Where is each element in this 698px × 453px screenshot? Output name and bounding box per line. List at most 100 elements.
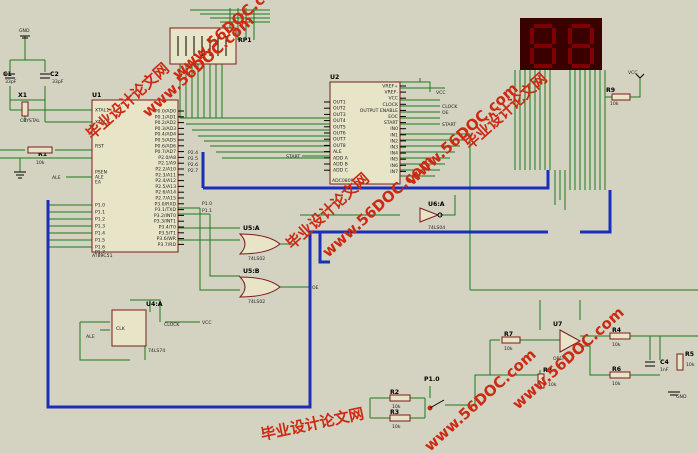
u4a-clock: CLOCK [164, 322, 180, 328]
r9-symbol [611, 93, 631, 101]
r1-value: 10k [36, 160, 45, 166]
r4-label: R4 [612, 327, 622, 334]
adc-right-pin-6: START [384, 120, 398, 126]
u6a-part: 74LS04 [428, 225, 445, 231]
bus-lines [46, 152, 612, 409]
mcu-left-pin-6: P1.0 [95, 203, 105, 209]
net-p1-1: P1.1 [202, 208, 212, 214]
adc-ref: U2 [330, 74, 339, 81]
mcu-right-pin-20: P3.4/T0 [159, 225, 176, 231]
mcu-right-pin-13: P2.5/A13 [155, 184, 176, 190]
mcu-part: AT89C51 [92, 253, 113, 259]
mcu-right-pin-0: P0.0/AD0 [155, 109, 176, 115]
c2-label: C2 [50, 71, 59, 78]
r6-label: R6 [612, 366, 621, 373]
c2-symbol [40, 73, 50, 79]
mcu-right-pin-17: P3.1/TXD [155, 207, 177, 213]
adc-right-pin-9: IN2 [390, 138, 398, 144]
r4-value: 10k [612, 342, 621, 348]
adc-right-pin-8: IN1 [390, 132, 398, 138]
u5b-gate [238, 276, 281, 298]
mcu-right-pins: P0.0/AD0P0.1/AD1P0.2/AD2P0.3/AD3P0.4/AD4… [154, 109, 184, 248]
mcu-right-pin-5: P0.5/AD5 [155, 138, 176, 144]
p1-switch-arm [429, 399, 445, 409]
c4-label: C4 [660, 359, 670, 366]
crystal-circuit: C1 33pF C2 33pF X1 CRYSTAL R1 10k [3, 71, 64, 166]
adc-left-pin-7: OUT8 [333, 143, 346, 149]
gnd-reset-symbol [14, 171, 26, 179]
p1-label: P1.0 [424, 376, 440, 383]
r2-label: R2 [390, 389, 399, 396]
mcu-left-pin-8: P1.2 [95, 217, 105, 223]
mcu-left-pin-1: XTAL2 [95, 120, 109, 126]
mcu-left-pin-11: P1.5 [95, 238, 105, 244]
adc-part: ADC0809 [332, 178, 354, 184]
wires [0, 8, 698, 419]
mcu-left-pin-4: ALE [95, 175, 104, 181]
digit-1-segment-0 [572, 24, 590, 28]
mcu-u1: U1 AT89C51 XTAL1XTAL2RSTPSENALEEAP1.0P1.… [52, 92, 212, 259]
net-p2-5: P2.5 [188, 156, 198, 162]
mcu-right-pin-22: P3.6/WR [157, 236, 177, 242]
x1-label: X1 [18, 92, 27, 99]
r7-value: 10k [504, 346, 513, 352]
c4-symbol [645, 361, 655, 367]
mcu-right-pin-14: P2.6/A14 [155, 190, 176, 196]
c2-value: 33pF [52, 79, 64, 85]
adc-right-pin-1: VREF- [384, 90, 398, 96]
r7-label: R7 [504, 331, 513, 338]
vcc-display-label: VCC [628, 70, 638, 76]
u6a-ref: U6:A [428, 201, 445, 208]
r7-symbol [501, 336, 521, 344]
mcu-right-pin-3: P0.3/AD3 [155, 126, 176, 132]
digit-0-segment-1 [552, 28, 556, 44]
u4a-part: 74LS74 [148, 348, 165, 354]
mcu-ref: U1 [92, 92, 101, 99]
digit-0-segment-2 [552, 48, 556, 64]
mcu-left-pin-2: RST [95, 144, 104, 150]
x1-symbol [21, 101, 29, 117]
mcu-right-pin-19: P3.3/INT1 [154, 219, 176, 225]
logic-gates: U5:A 74LS02 U5:B 74LS02 OE U6:A 74LS04 [238, 201, 445, 305]
adc-left-pin-0: OUT1 [333, 100, 346, 106]
u4a-clk: CLK [116, 326, 126, 332]
gnd-top-label: GND [19, 28, 30, 34]
r8-label: R8 [543, 367, 552, 374]
mcu-right-pin-23: P3.7/RD [158, 242, 177, 248]
r5-symbol [676, 353, 684, 371]
vcc-display-symbol [635, 73, 645, 79]
mcu-left-pin-10: P1.4 [95, 231, 105, 237]
r3-value: 10k [392, 424, 401, 430]
adc-left-pin-6: OUT7 [333, 137, 346, 143]
mcu-right-pin-16: P3.0/RXD [155, 201, 177, 207]
r1-symbol [27, 146, 53, 154]
ale-net-label: ALE [52, 175, 61, 181]
mcu-right-pin-1: P0.1/AD1 [155, 114, 176, 120]
mcu-right-pin-7: P0.7/AD7 [155, 149, 176, 155]
r1-label: R1 [38, 151, 47, 158]
c4-value: 1nF [660, 367, 669, 373]
mcu-right-pin-6: P0.6/AD6 [155, 143, 176, 149]
r4-symbol [609, 332, 631, 340]
digit-1-segment-3 [572, 64, 590, 68]
c1-symbol [5, 73, 15, 79]
digit-0-segment-0 [534, 24, 552, 28]
adc-left-pin-4: OUT5 [333, 124, 346, 130]
digit-1-segment-1 [590, 28, 594, 44]
mcu-left-pin-9: P1.3 [95, 224, 105, 230]
mcu-left-pin-7: P1.1 [95, 210, 105, 216]
gnd-top-symbol [20, 35, 30, 39]
r6-symbol [609, 371, 631, 379]
gnd-bottom-symbol [668, 391, 680, 396]
adc-left-pin-2: OUT3 [333, 112, 346, 118]
resistor-pack: RP1 [169, 27, 252, 65]
net-p1-0: P1.0 [202, 201, 212, 207]
net-p2-4: P2.4 [188, 150, 198, 156]
u4a-ref: U4:A [146, 301, 163, 308]
adc-start-net-right: START [442, 122, 456, 128]
u5a-part: 74LS02 [248, 256, 265, 262]
u7-part: OP1P [553, 356, 565, 362]
r3-label: R3 [390, 409, 399, 416]
u6a-bubble [437, 212, 443, 218]
r9-value: 10k [610, 101, 619, 107]
